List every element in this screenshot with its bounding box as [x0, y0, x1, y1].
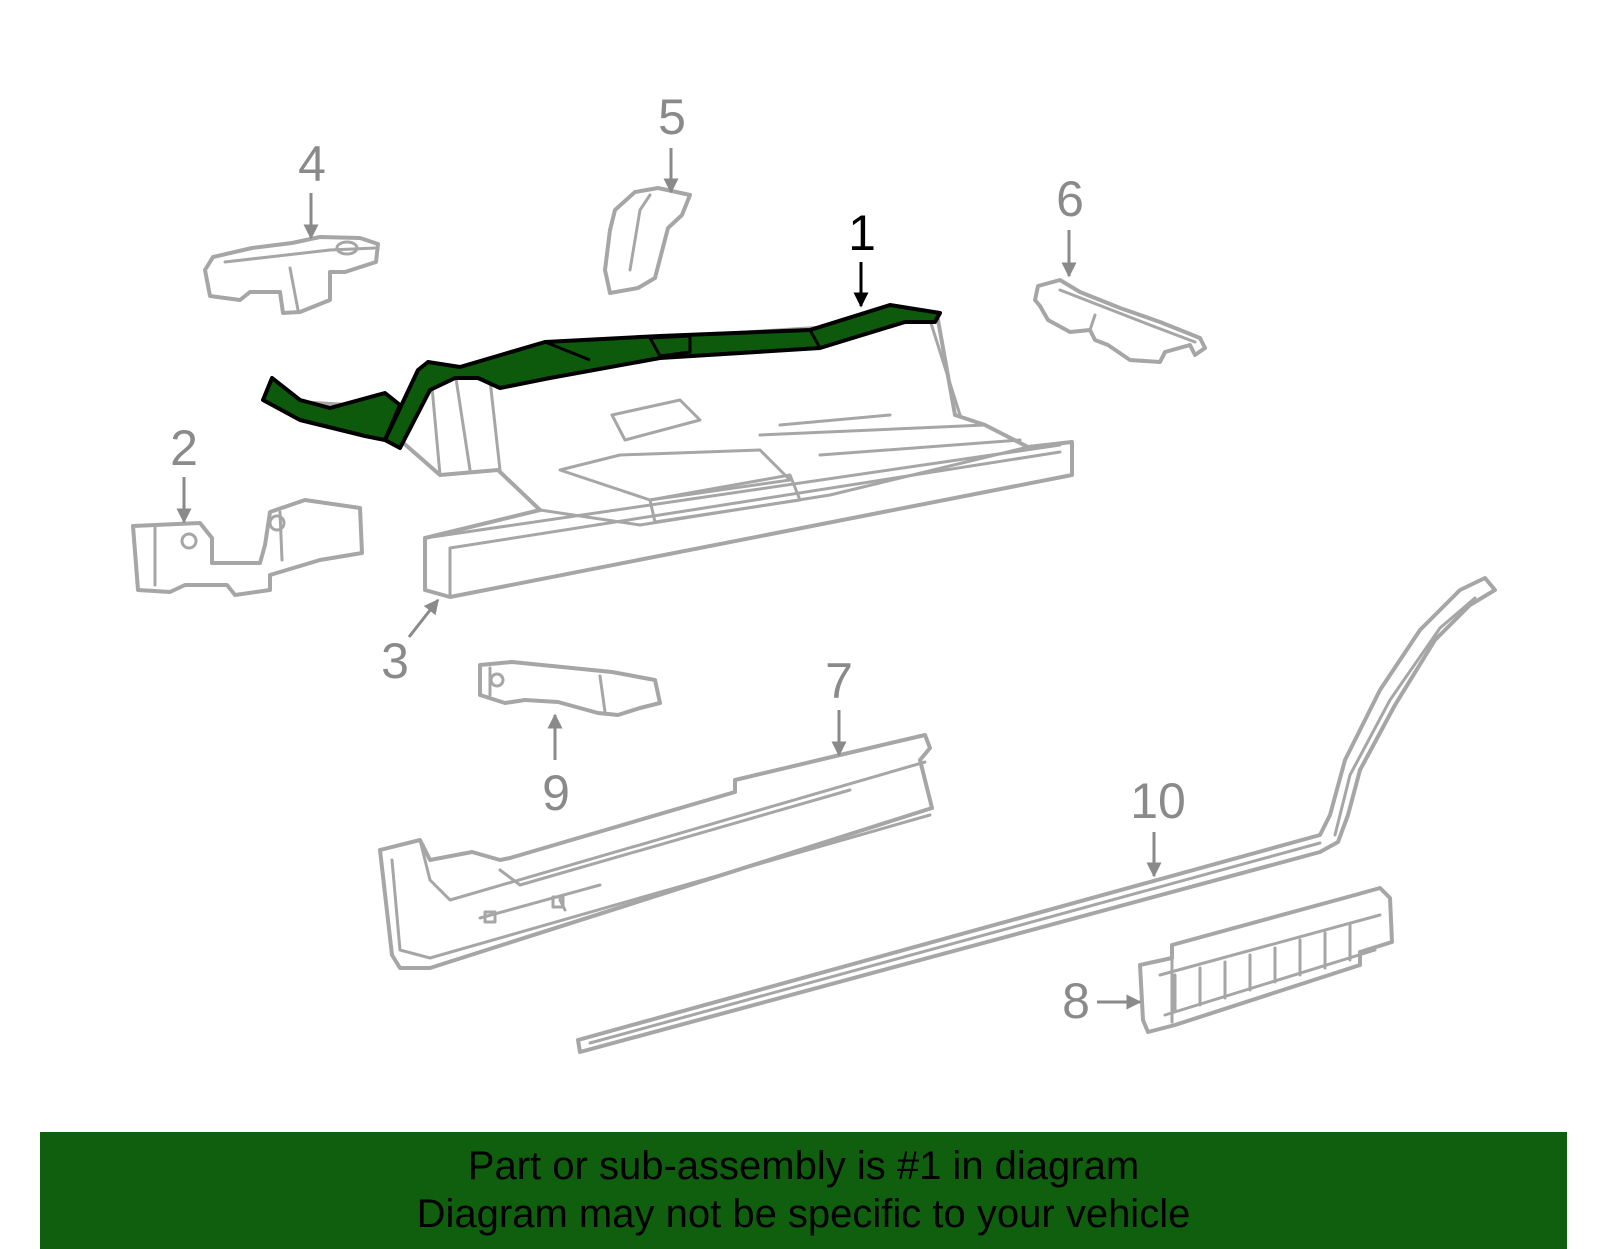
callout-leaders [176, 148, 1162, 1010]
callout-7: 7 [825, 653, 853, 709]
part-9-bracket [478, 660, 662, 717]
part-3-floor-pan [261, 318, 1074, 599]
callout-5: 5 [658, 89, 686, 145]
callout-2: 2 [170, 420, 198, 476]
callout-4: 4 [298, 136, 326, 192]
parts-diagram: 1 2 3 4 5 6 7 8 9 10 [131, 89, 1497, 1054]
part-7-rocker-panel [378, 733, 934, 970]
part-6-bracket [1033, 278, 1207, 364]
part-1-crossmember-highlight [261, 303, 942, 450]
footer-banner: Part or sub-assembly is #1 in diagram Di… [40, 1132, 1567, 1249]
part-5-bracket [603, 186, 692, 295]
part-8-grille [1138, 886, 1394, 1034]
footer-line-part-number: Part or sub-assembly is #1 in diagram [467, 1144, 1140, 1188]
callout-9: 9 [542, 765, 570, 821]
footer-line-disclaimer: Diagram may not be specific to your vehi… [416, 1192, 1191, 1236]
callout-6: 6 [1056, 171, 1084, 227]
callout-8: 8 [1062, 973, 1090, 1029]
part-10-weatherstrip [576, 576, 1497, 1054]
callout-numbers: 1 2 3 4 5 6 7 8 9 10 [170, 89, 1186, 1029]
part-4-bracket [203, 235, 380, 315]
callout-10: 10 [1130, 773, 1186, 829]
callout-3: 3 [381, 633, 409, 689]
callout-1: 1 [848, 205, 876, 261]
part-2-bracket [131, 498, 364, 597]
